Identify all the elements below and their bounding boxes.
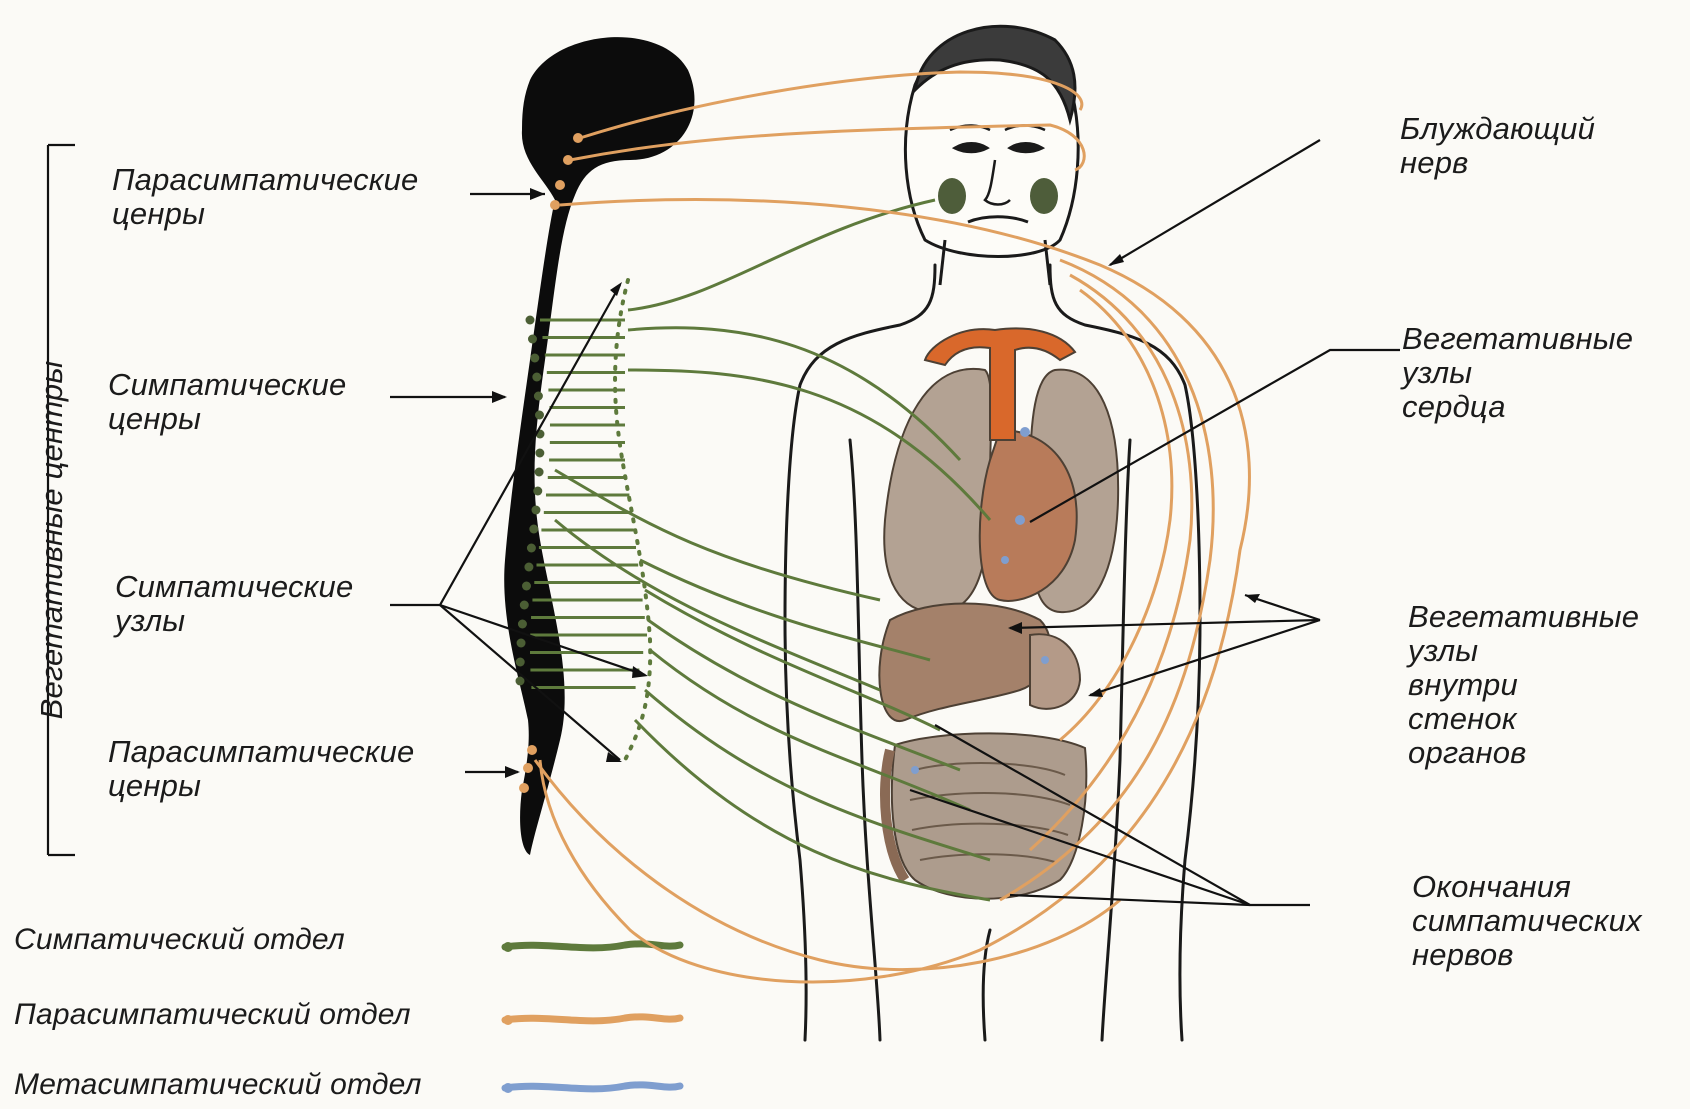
label-line: Парасимпатические [108,735,415,769]
label-sympathetic-centers: Симпатические ценры [108,368,346,436]
label-line: Окончания [1412,870,1642,904]
sympathetic-center-node [527,544,536,553]
label-line: ценры [108,402,346,436]
legend-item-sympathetic: Симпатический отдел [14,923,345,957]
sympathetic-center-node [535,411,544,420]
label-parasympathetic-centers-bottom: Парасимпатические ценры [108,735,415,803]
label-organ-wall-nodes: Вегетативные узлы внутри стенок органов [1408,600,1639,770]
brain-and-spinal-cord [504,37,694,855]
label-vagus-nerve: Блуждающий нерв [1400,112,1595,180]
sympathetic-center-node [529,525,538,534]
label-line: Симпатические [108,368,346,402]
sympathetic-center-node [524,563,533,572]
sympathetic-center-node [526,316,535,325]
label-line: узлы [1408,634,1639,668]
pointer-organ-nodes-a [1010,620,1320,628]
sympathetic-center-node [530,354,539,363]
pointer-symp-nodes-a [390,285,620,605]
label-line: Парасимпатические [112,163,419,197]
sympathetic-center-node [528,335,537,344]
label-sympathetic-endings: Окончания симпатических нервов [1412,870,1642,972]
sympathetic-center-node [535,468,544,477]
sympathetic-center-node [517,639,526,648]
parasympathetic-center-node [523,763,533,773]
pointer-vagus [1110,140,1320,265]
label-line: сердца [1402,390,1633,424]
label-sympathetic-nodes: Симпатические узлы [115,570,353,638]
label-line: ценры [112,197,419,231]
label-line: нерв [1400,146,1595,180]
sympathetic-nerve [555,470,880,600]
head-illustration [905,26,1078,285]
parasympathetic-center-node [555,180,565,190]
sympathetic-nerve [628,200,935,310]
nerve-lines [516,72,1250,982]
parasympathetic-center-node [573,133,583,143]
legend-item-parasympathetic: Парасимпатический отдел [14,998,411,1032]
parasympathetic-center-node [519,783,529,793]
label-vegetative-centers: Вегетативные центры [35,361,69,720]
sympathetic-center-node [534,392,543,401]
label-line: Вегетативные [1408,600,1639,634]
label-parasympathetic-centers-top: Парасимпатические ценры [112,163,419,231]
legend-swatch-line [505,1017,680,1021]
legend-swatches [503,942,680,1093]
label-line: стенок [1408,702,1639,736]
label-line: ценры [108,769,415,803]
sympathetic-center-node [516,658,525,667]
parasympathetic-center-node [527,745,537,755]
legend-item-metasympathetic: Метасимпатический отдел [14,1068,422,1102]
sympathetic-center-node [533,487,542,496]
parasympathetic-center-node [550,200,560,210]
pointer-endings-c [1010,895,1250,905]
legend-swatch-dot [503,1015,513,1025]
label-heart-nodes: Вегетативные узлы сердца [1402,322,1633,424]
parasympathetic-center-node [563,155,573,165]
legend-swatch-line [505,1085,680,1089]
sympathetic-center-node [520,601,529,610]
legend-swatch-dot [503,1083,513,1093]
label-line: нервов [1412,938,1642,972]
sympathetic-center-node [522,582,531,591]
label-line: Вегетативные [1402,322,1633,356]
label-line: внутри [1408,668,1639,702]
label-line: Блуждающий [1400,112,1595,146]
sympathetic-center-node [518,620,527,629]
label-line: Симпатические [115,570,353,604]
sympathetic-center-node [532,373,541,382]
legend-swatch-dot [503,942,513,952]
sympathetic-center-node [531,506,540,515]
label-line: узлы [1402,356,1633,390]
organs-illustration [879,328,1118,898]
label-line: симпатических [1412,904,1642,938]
sympathetic-center-node [535,449,544,458]
label-line: узлы [115,604,353,638]
label-line: органов [1408,736,1639,770]
